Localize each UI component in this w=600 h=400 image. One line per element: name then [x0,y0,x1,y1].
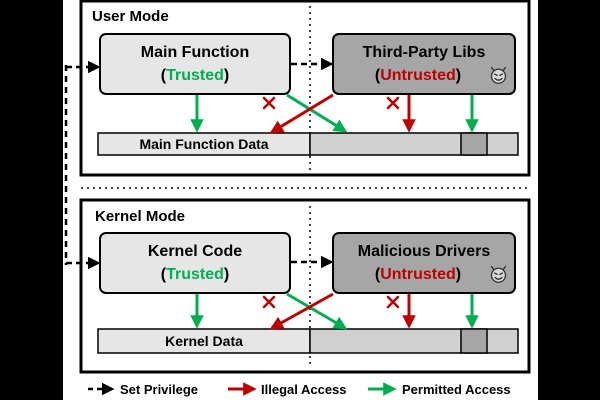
main-function-status-line: (Trusted) [161,67,229,84]
kernel-code-status-line: (Trusted) [161,266,229,283]
red-x-icon [262,295,276,309]
driver-data-segment [460,328,488,354]
kernel-mode-title: Kernel Mode [95,208,185,225]
kernel-data-label: Kernel Data [165,333,243,349]
malicious-drivers-box [332,232,516,294]
third-party-libs-name: Third-Party Libs [363,44,486,61]
kernel-code-trusted-label: Trusted [166,266,224,283]
red-x-icon [386,295,400,309]
main-function-data-label: Main Function Data [139,136,268,152]
devil-icon [490,265,507,283]
red-x-icon [386,96,400,110]
illegal-arrow-drivers-to-kernel-data [269,292,334,330]
main-function-name: Main Function [141,44,249,61]
kernel-code-name: Kernel Code [148,243,242,260]
kernel-code-box [99,232,291,294]
third-party-libs-status-line: (Untrusted) [375,67,461,84]
main-function-trusted-label: Trusted [166,67,224,84]
library-data-segment [460,132,488,156]
kernel-mode-panel: Kernel Mode Kernel Code (Trusted) Malici… [66,198,531,374]
third-party-libs-box [332,33,516,95]
malicious-drivers-name: Malicious Drivers [358,243,491,260]
illegal-arrow-libs-to-main-data [269,93,334,134]
red-x-icon [262,96,276,110]
third-party-libs-untrusted-label: Untrusted [380,67,456,84]
user-mode-panel: User Mode Main Function (Trusted) Third-… [66,0,531,177]
legend-illegal-access-label: Illegal Access [261,382,347,397]
legend-permitted-access-label: Permitted Access [402,382,511,397]
permitted-arrow-main-to-untrusted-data [286,93,348,133]
main-function-box [99,33,291,95]
legend: Set Privilege Illegal Access Permitted A… [88,382,511,397]
user-mode-title: User Mode [92,8,169,25]
devil-icon [490,66,507,84]
legend-set-privilege-label: Set Privilege [120,382,198,397]
kernel-data-bar [97,328,311,354]
malicious-drivers-status-line: (Untrusted) [375,266,461,283]
permitted-arrow-kernel-to-untrusted-data [286,292,348,330]
malicious-drivers-untrusted-label: Untrusted [380,266,456,283]
